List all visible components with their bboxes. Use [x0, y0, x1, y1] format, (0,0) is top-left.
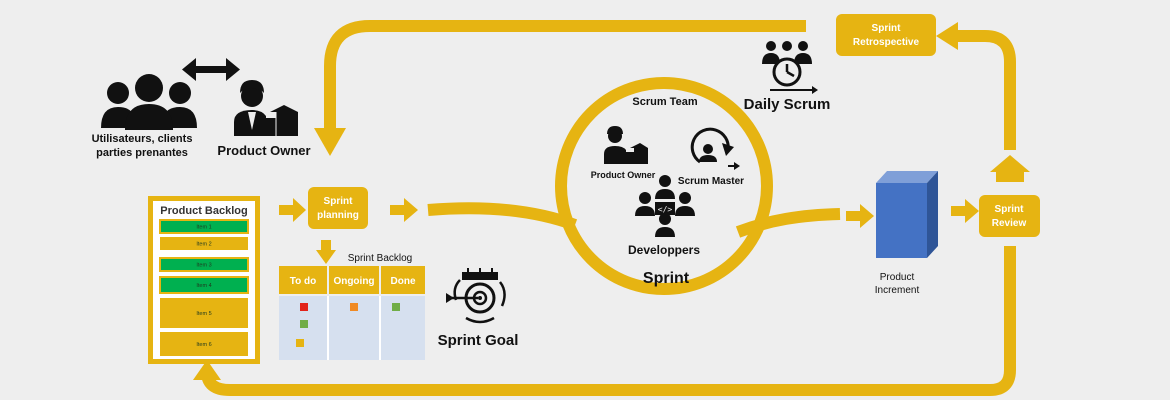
product-owner-icon	[234, 80, 298, 136]
sprint-planning-label-2: planning	[317, 210, 359, 221]
product-increment-label-2: Increment	[875, 285, 920, 296]
backlog-item: Item 2	[160, 237, 248, 250]
sprint-retrospective-box: Sprint Retrospective	[836, 14, 936, 56]
daily-scrum-label: Daily Scrum	[744, 96, 831, 113]
scrum-team-product-owner-icon	[604, 126, 648, 164]
product-backlog-items: Item 1 Item 2 Item 3 Item 4 Item 5 Item 6	[159, 219, 249, 356]
backlog-item: Item 4	[159, 276, 249, 294]
backlog-item-label: Item 1	[196, 225, 211, 231]
sprint-goal-label: Sprint Goal	[438, 332, 519, 349]
product-increment-cube	[876, 171, 938, 258]
sprint-goal-icon	[446, 268, 506, 324]
flow-arrows	[279, 198, 979, 264]
product-increment-label-1: Product	[880, 272, 915, 283]
backlog-item-label: Item 2	[196, 242, 211, 248]
product-backlog: Product Backlog Item 1 Item 2 Item 3 Item 4…	[148, 196, 260, 364]
review-up-arrowhead	[990, 155, 1030, 172]
board-column-header: To do	[290, 276, 316, 287]
stakeholders-label-2: parties prenantes	[96, 147, 188, 159]
sprint-review-label-2: Review	[992, 218, 1027, 229]
scrum-team-product-owner-label: Product Owner	[591, 170, 656, 180]
developers-label: Developpers	[628, 243, 700, 257]
backlog-item-label: Item 5	[196, 311, 211, 317]
product-backlog-title: Product Backlog	[160, 205, 247, 217]
sprint-review-label-1: Sprint	[995, 204, 1025, 215]
sprint-review-box: Sprint Review	[979, 195, 1040, 237]
sprint-backlog-columns: To do Ongoing Done	[279, 266, 425, 360]
loop-arrowhead-up	[193, 360, 221, 380]
task-card	[296, 339, 304, 347]
scrum-master-label: Scrum Master	[678, 176, 744, 187]
sprint-label: Sprint	[643, 270, 690, 287]
backlog-item: Item 3	[159, 257, 249, 272]
feedback-loop-bottom	[201, 246, 1016, 396]
backlog-item-label: Item 4	[196, 283, 211, 289]
developers-icon: </>	[635, 175, 695, 237]
backlog-item-label: Item 3	[196, 263, 211, 269]
board-column-header: Ongoing	[333, 276, 374, 287]
retro-arrowhead	[936, 22, 958, 50]
stakeholders-icon	[101, 74, 197, 130]
board-column-header: Done	[391, 276, 416, 287]
task-card	[300, 303, 308, 311]
feedback-loop-top	[324, 20, 806, 130]
sprint-backlog-title: Sprint Backlog	[348, 253, 412, 264]
backlog-item-label: Item 6	[196, 342, 211, 348]
sprint-backlog-cards	[296, 303, 400, 347]
task-card	[392, 303, 400, 311]
backlog-item: Item 5	[160, 298, 248, 328]
sprint-planning-label-1: Sprint	[324, 196, 354, 207]
backlog-item: Item 1	[159, 219, 249, 234]
board-column: To do	[279, 266, 327, 294]
board-column: Ongoing	[327, 266, 379, 360]
sprint-cycle	[427, 77, 841, 295]
sprint-retrospective-label-2: Retrospective	[853, 37, 920, 48]
loop-arrowhead-down	[314, 128, 346, 156]
task-card	[300, 320, 308, 328]
sprint-retrospective-label-1: Sprint	[872, 23, 902, 34]
task-card	[350, 303, 358, 311]
sprint-planning-box: Sprint planning	[308, 187, 368, 229]
review-up-arrow	[996, 172, 1024, 182]
review-to-retro-loop	[955, 30, 1016, 150]
daily-scrum-icon	[762, 41, 818, 94]
backlog-item: Item 6	[160, 332, 248, 356]
sprint-backlog-board: Sprint Backlog To do Ongoing Done	[279, 253, 425, 360]
scrum-master-icon	[690, 127, 740, 170]
svg-text:</>: </>	[658, 205, 673, 214]
scrum-team-title: Scrum Team	[632, 96, 697, 108]
stakeholder-exchange-double-arrow-icon	[182, 58, 240, 81]
board-column: Done	[379, 266, 425, 360]
product-owner-label: Product Owner	[217, 143, 310, 158]
stakeholders-label-1: Utilisateurs, clients	[92, 133, 193, 145]
